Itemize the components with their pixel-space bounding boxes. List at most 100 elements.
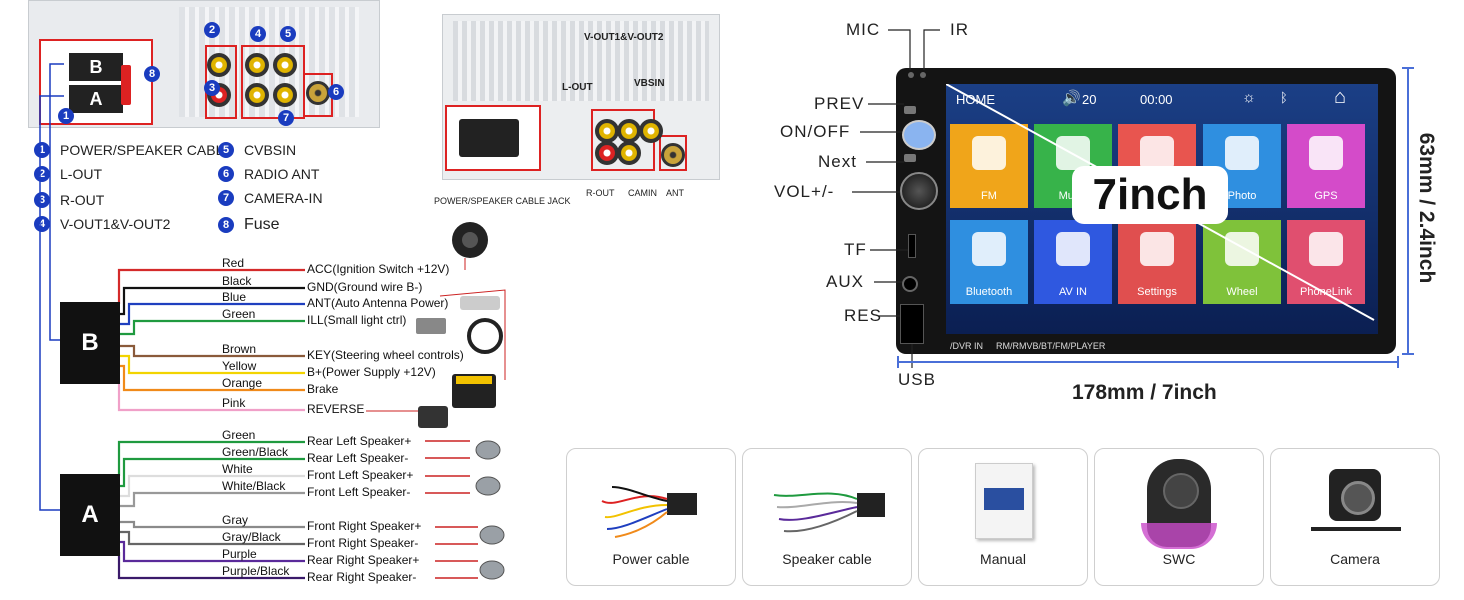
height-dimension: 63mm / 2.4inch — [1415, 132, 1438, 284]
dvr-in-label: /DVR IN — [950, 341, 984, 351]
fuse — [121, 65, 131, 105]
top-ant-box — [659, 135, 687, 171]
wire-color-label: Brown — [222, 342, 257, 356]
wire-function-label: Front Right Speaker- — [307, 536, 419, 550]
wire-function-label: Front Right Speaker+ — [307, 519, 422, 533]
wire-color-label: Yellow — [222, 359, 257, 373]
app-tile-phonelink[interactable]: PhoneLink — [1287, 220, 1365, 304]
app-tile-label: FM — [981, 190, 997, 202]
harness-a-wire — [120, 530, 305, 546]
harness-a-wire — [120, 520, 305, 529]
top-ant-jack — [661, 143, 685, 167]
tf-slot[interactable] — [908, 234, 916, 258]
clock: 00:00 — [1140, 92, 1173, 107]
wire-function-label: REVERSE — [307, 402, 365, 416]
wire-color-label: Gray — [222, 513, 249, 527]
callout-5: 5 — [280, 26, 296, 42]
vol-label: VOL+/- — [774, 182, 835, 201]
speaker-cable-image — [773, 492, 885, 533]
next-label: Next — [818, 152, 857, 171]
av-in-icon — [1056, 232, 1090, 266]
volume-level: 20 — [1082, 92, 1097, 107]
wire-color-label: Purple — [222, 547, 257, 561]
steering-wheel-image — [467, 318, 503, 354]
top-rca-1 — [595, 119, 619, 143]
app-tile-label: Settings — [1137, 286, 1177, 298]
brightness-icon[interactable]: ☼ — [1242, 89, 1256, 106]
camera-jack — [273, 83, 297, 107]
camin-label: CAMIN — [628, 188, 657, 198]
on-off-label: ON/OFF — [780, 122, 851, 141]
callout-7: 7 — [278, 110, 294, 126]
aux-port[interactable] — [902, 276, 918, 292]
width-dimension: 178mm / 7inch — [1072, 381, 1217, 404]
power-jack-label: POWER/SPEAKER CABLE JACK — [434, 196, 571, 206]
wire-function-label: Rear Right Speaker- — [307, 570, 417, 584]
top-rca-2 — [617, 119, 641, 143]
wire-function-label: GND(Ground wire B-) — [307, 280, 423, 294]
volume-knob[interactable] — [900, 172, 938, 210]
top-rca-3 — [595, 141, 619, 165]
app-tile-settings[interactable]: Settings — [1118, 220, 1196, 304]
callout-2: 2 — [204, 22, 220, 38]
wire-color-label: Green — [222, 428, 256, 442]
app-tile-photo[interactable]: Photo — [1203, 124, 1281, 208]
callout-6: 6 — [328, 84, 344, 100]
bluetooth-icon — [972, 232, 1006, 266]
camera-image — [1329, 469, 1381, 521]
cvbs-jack — [245, 83, 269, 107]
app-tile-bluetooth[interactable]: Bluetooth — [950, 220, 1028, 304]
wire-color-label: Pink — [222, 396, 246, 410]
power-cable-image — [601, 486, 697, 538]
wire-color-label: Orange — [222, 376, 263, 390]
accessory-label: Camera — [1330, 551, 1380, 567]
next-button[interactable] — [904, 154, 916, 162]
harness-a-wires — [117, 440, 305, 580]
usb-label: USB — [898, 370, 936, 389]
wire-function-label: Brake — [307, 382, 339, 396]
harness-b-wire — [117, 376, 305, 412]
lout-label: L-OUT — [562, 82, 593, 93]
app-tile-label: AV IN — [1059, 286, 1087, 298]
app-tile-fm[interactable]: FM — [950, 124, 1028, 208]
wire-function-label: Front Left Speaker+ — [307, 468, 414, 482]
wire-color-label: Red — [222, 256, 245, 270]
wire-color-label: Black — [222, 274, 252, 288]
mic-label: MIC — [846, 20, 881, 39]
volume-icon[interactable]: 🔊 — [1062, 90, 1081, 107]
wire-function-label: B+(Power Supply +12V) — [307, 365, 436, 379]
l-out-jack — [207, 53, 231, 77]
speakers — [475, 440, 505, 580]
dash-light-image — [416, 318, 446, 334]
power-button[interactable] — [902, 120, 936, 150]
aux-label: AUX — [826, 272, 864, 291]
harness-a-wire — [120, 491, 305, 508]
usb-port[interactable] — [900, 304, 924, 344]
power-jack — [459, 119, 519, 157]
top-rca-4 — [617, 141, 641, 165]
wire-function-label: Rear Left Speaker+ — [307, 434, 412, 448]
mic-hole — [908, 72, 914, 78]
app-tile-gps[interactable]: GPS — [1287, 124, 1365, 208]
tf-label: TF — [844, 240, 867, 259]
harness-b-wire — [120, 364, 305, 392]
gps-icon — [1309, 136, 1343, 170]
accessory-label: Power cable — [612, 551, 690, 567]
prev-button[interactable] — [904, 106, 916, 114]
vout1-jack — [245, 53, 269, 77]
wire-color-label: Gray/Black — [222, 530, 281, 544]
accessory-label: Speaker cable — [782, 551, 872, 567]
ir-label: IR — [950, 20, 969, 39]
home-icon[interactable]: ⌂ — [1334, 86, 1347, 108]
harness-a-wire — [120, 540, 305, 563]
bluetooth-status-icon: ᛒ — [1280, 90, 1288, 105]
prev-label: PREV — [814, 94, 865, 113]
harness-b-wire — [120, 286, 305, 316]
app-tile-av-in[interactable]: AV IN — [1034, 220, 1112, 304]
control-leader-lines — [852, 29, 940, 368]
model-text: RM/RMVB/BT/FM/PLAYER — [996, 341, 1106, 351]
wire-color-label: White — [222, 462, 253, 476]
